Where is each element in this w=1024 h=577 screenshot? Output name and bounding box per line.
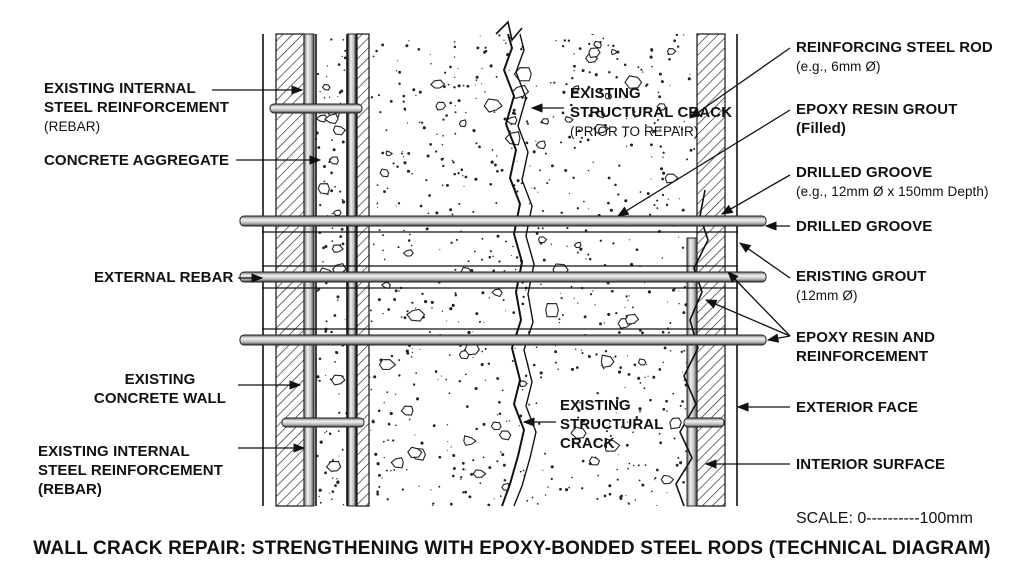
structural-crack	[501, 33, 526, 507]
label-interior-surface: INTERIOR SURFACE	[796, 456, 946, 473]
label-line: EXISTING	[570, 85, 641, 102]
label-line: (12mm Ø)	[796, 288, 858, 303]
label-line: CONCRETE WALL	[93, 390, 227, 407]
scale-note: SCALE: 0----------100mm	[796, 510, 973, 527]
label-line: EPOXY RESIN GROUT	[796, 101, 958, 118]
label-crack-top: EXISTING STRUCTURAL CRACK (PRIOR TO REPA…	[570, 84, 732, 141]
label-line: EXISTING	[124, 371, 196, 388]
diagram-title: WALL CRACK REPAIR: STRENGTHENING WITH EP…	[33, 538, 991, 559]
label-line: EXISTING INTERNAL	[44, 80, 196, 97]
label-existing-concrete-wall: EXISTING CONCRETE WALL	[90, 370, 230, 408]
vertical-rebar-right	[686, 237, 698, 507]
label-line: (REBAR)	[38, 481, 103, 498]
label-line: EXISTING	[560, 397, 631, 414]
label-line: STRUCTURAL	[560, 416, 664, 433]
label-line: (e.g., 12mm Ø x 150mm Depth)	[796, 184, 989, 199]
label-line: (Filled)	[796, 120, 846, 137]
label-line: REINFORCEMENT	[796, 348, 929, 365]
label-crack-bottom: EXISTING STRUCTURAL CRACK	[560, 396, 664, 453]
concrete-aggregate-texture	[315, 34, 698, 506]
label-line: CRACK	[560, 435, 615, 452]
label-epoxy-resin-grout: EPOXY RESIN GROUT (Filled)	[796, 100, 957, 138]
label-line: EXISTING INTERNAL	[38, 443, 190, 460]
repair-rods	[239, 215, 767, 346]
label-line: (e.g., 6mm Ø)	[796, 59, 881, 74]
crack-right	[675, 189, 709, 507]
label-line: (REBAR)	[44, 119, 101, 134]
short-rebar-right	[683, 417, 725, 428]
label-exterior-face: EXTERIOR FACE	[796, 399, 919, 416]
label-eristing-grout: ERISTING GROUT (12mm Ø)	[796, 267, 927, 305]
label-epoxy-resin-and-reinforcement: EPOXY RESIN AND REINFORCEMENT	[796, 328, 935, 366]
vertical-rebar-left	[303, 33, 315, 507]
label-line: STRUCTURAL CRACK	[570, 104, 733, 121]
short-rebar-top	[269, 103, 363, 114]
label-external-rebar: EXTERNAL REBAR	[94, 269, 234, 286]
label-drilled-groove-top: DRILLED GROOVE (e.g., 12mm Ø x 150mm Dep…	[796, 163, 989, 201]
label-drilled-groove: DRILLED GROOVE	[796, 218, 933, 235]
label-concrete-aggregate: CONCRETE AGGREGATE	[44, 152, 230, 169]
vertical-rebar-left-2	[347, 33, 357, 507]
label-existing-internal-rebar-bottom: EXISTING INTERNAL STEEL REINFORCEMENT (R…	[38, 442, 223, 499]
leader-lines	[212, 47, 791, 469]
label-line: REINFORCING STEEL ROD	[796, 39, 993, 56]
label-existing-internal-rebar-top: EXISTING INTERNAL STEEL REINFORCEMENT (R…	[44, 79, 229, 136]
left-hatch-inner	[356, 33, 370, 507]
short-rebar-bottom	[281, 417, 365, 428]
structural-crack-edge	[513, 33, 537, 507]
label-line: STEEL REINFORCEMENT	[44, 99, 229, 116]
break-line	[495, 20, 523, 42]
label-line: DRILLED GROOVE	[796, 164, 933, 181]
label-line: STEEL REINFORCEMENT	[38, 462, 223, 479]
label-line: EPOXY RESIN AND	[796, 329, 936, 346]
label-line: (PRIOR TO REPAIR)	[570, 124, 699, 139]
label-reinforcing-steel-rod: REINFORCING STEEL ROD (e.g., 6mm Ø)	[796, 38, 993, 76]
label-line: ERISTING GROUT	[796, 268, 927, 285]
